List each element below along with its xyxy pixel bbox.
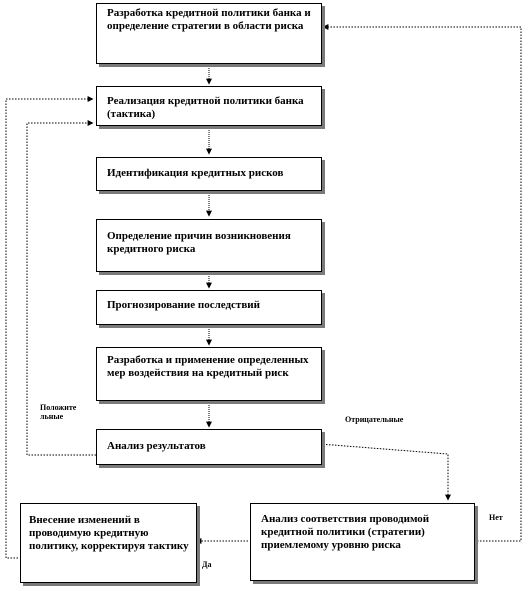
arrow-positive-to-tactics bbox=[26, 120, 96, 456]
label-positive: Положительные bbox=[40, 403, 77, 421]
box-tactics: Реализация кредитной политики банка (так… bbox=[96, 86, 322, 126]
arrow-analysis-to-conformity bbox=[319, 443, 451, 501]
box-strategy: Разработка кредитной политики банка и оп… bbox=[96, 3, 322, 64]
label-yes: Да bbox=[202, 560, 212, 569]
box-forecast: Прогнозирование последствий bbox=[96, 290, 322, 325]
box-measures: Разработка и применение определенных мер… bbox=[96, 347, 322, 401]
arrow-no-to-strategy bbox=[322, 24, 522, 542]
box-identification: Идентификация кредитных рисков bbox=[96, 157, 322, 191]
box-adjust: Внесение изменений в проводимую кредитну… bbox=[20, 503, 197, 583]
box-analysis: Анализ результатов bbox=[96, 429, 322, 465]
box-conformity: Анализ соответствия проводимой кредитной… bbox=[250, 503, 475, 581]
label-no: Нет bbox=[489, 513, 503, 522]
box-causes: Определение причин возникновения кредитн… bbox=[96, 219, 322, 272]
label-negative: Отрицательные bbox=[345, 415, 404, 424]
arrow-adjust-to-tactics bbox=[5, 96, 94, 559]
